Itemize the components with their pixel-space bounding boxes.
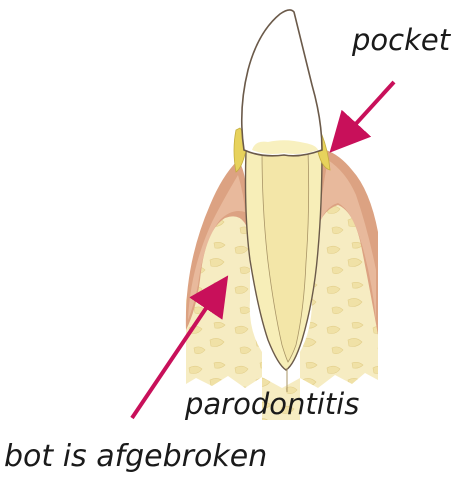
pocket-arrow xyxy=(343,82,394,138)
bone-loss-label: bot is afgebroken xyxy=(4,439,267,474)
pocket-label: pocket xyxy=(351,23,452,57)
tooth-crown xyxy=(242,10,322,156)
parodontitis-label: parodontitis xyxy=(184,387,359,421)
